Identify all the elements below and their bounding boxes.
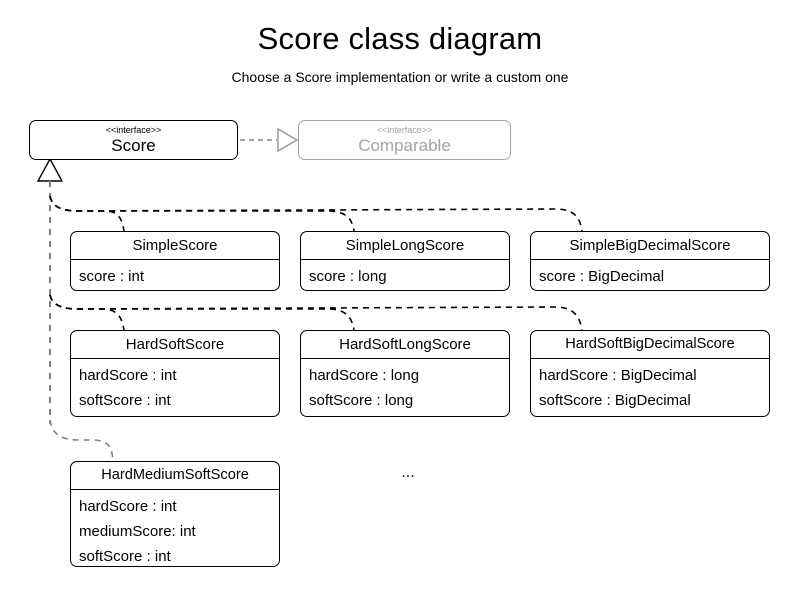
attribute: score : int — [79, 268, 145, 285]
generalization-branch-simplebigdecimalscore — [49, 195, 583, 232]
class-box-hardsoftbigdecimalscore[interactable]: HardSoftBigDecimalScore hardScore : BigD… — [530, 330, 770, 417]
class-box-simplelongscore[interactable]: SimpleLongScore score : long — [300, 231, 510, 291]
attribute: mediumScore: int — [79, 523, 196, 540]
page-subtitle: Choose a Score implementation or write a… — [231, 69, 569, 85]
generalization-branch-simplelongscore — [49, 195, 355, 232]
class-box-simplescore[interactable]: SimpleScore score : int — [70, 231, 280, 291]
attribute-list: hardScore : BigDecimal softScore : BigDe… — [531, 359, 769, 416]
attribute: score : long — [309, 268, 387, 285]
attribute-list: hardScore : int mediumScore: int softSco… — [71, 490, 279, 566]
attribute: hardScore : int — [79, 367, 177, 384]
interface-name: Score — [111, 135, 156, 155]
interface-box-score[interactable]: <<interface>> Score — [29, 120, 238, 160]
class-title: SimpleLongScore — [301, 232, 509, 260]
class-title: SimpleBigDecimalScore — [531, 232, 769, 260]
attribute: softScore : long — [309, 392, 414, 409]
stereotype-label: <<interface>> — [105, 124, 162, 135]
attribute-list: score : BigDecimal — [531, 260, 769, 290]
attribute-list: hardScore : int softScore : int — [71, 359, 279, 416]
attribute-list: score : int — [71, 260, 279, 290]
class-title: HardSoftBigDecimalScore — [531, 331, 769, 359]
class-box-hardsoftscore[interactable]: HardSoftScore hardScore : int softScore … — [70, 330, 280, 417]
interface-box-comparable[interactable]: <<interface>> Comparable — [298, 120, 511, 160]
generalization-branch-hardmediumsoftscore — [49, 419, 114, 462]
stereotype-label: <<interface>> — [376, 124, 433, 135]
attribute: hardScore : BigDecimal — [539, 367, 697, 384]
generalization-branch-hardsoftbigdecimalscore — [49, 294, 583, 331]
attribute: hardScore : long — [309, 367, 420, 384]
attribute: softScore : BigDecimal — [539, 392, 691, 409]
more-classes-ellipsis: ... — [401, 464, 415, 481]
class-box-hardmediumsoftscore[interactable]: HardMediumSoftScore hardScore : int medi… — [70, 461, 280, 567]
attribute: score : BigDecimal — [539, 268, 665, 285]
attribute-list: score : long — [301, 260, 509, 290]
page-title: Score class diagram — [257, 21, 543, 56]
class-title: HardMediumSoftScore — [71, 462, 279, 490]
generalization-branch-hardsoftscore — [49, 294, 125, 331]
class-title: HardSoftScore — [71, 331, 279, 359]
class-title: SimpleScore — [71, 232, 279, 260]
generalization-branch-hardsoftlongscore — [49, 294, 355, 331]
generalization-triangle-icon — [36, 157, 64, 182]
generalization-branch-simplescore — [49, 195, 125, 232]
class-title: HardSoftLongScore — [301, 331, 509, 359]
attribute: hardScore : int — [79, 498, 177, 515]
interface-name: Comparable — [358, 135, 451, 155]
class-box-hardsoftlongscore[interactable]: HardSoftLongScore hardScore : long softS… — [300, 330, 510, 417]
attribute: softScore : int — [79, 548, 171, 565]
realization-score-comparable — [240, 127, 299, 153]
class-box-simplebigdecimalscore[interactable]: SimpleBigDecimalScore score : BigDecimal — [530, 231, 770, 291]
attribute-list: hardScore : long softScore : long — [301, 359, 509, 416]
attribute: softScore : int — [79, 392, 171, 409]
